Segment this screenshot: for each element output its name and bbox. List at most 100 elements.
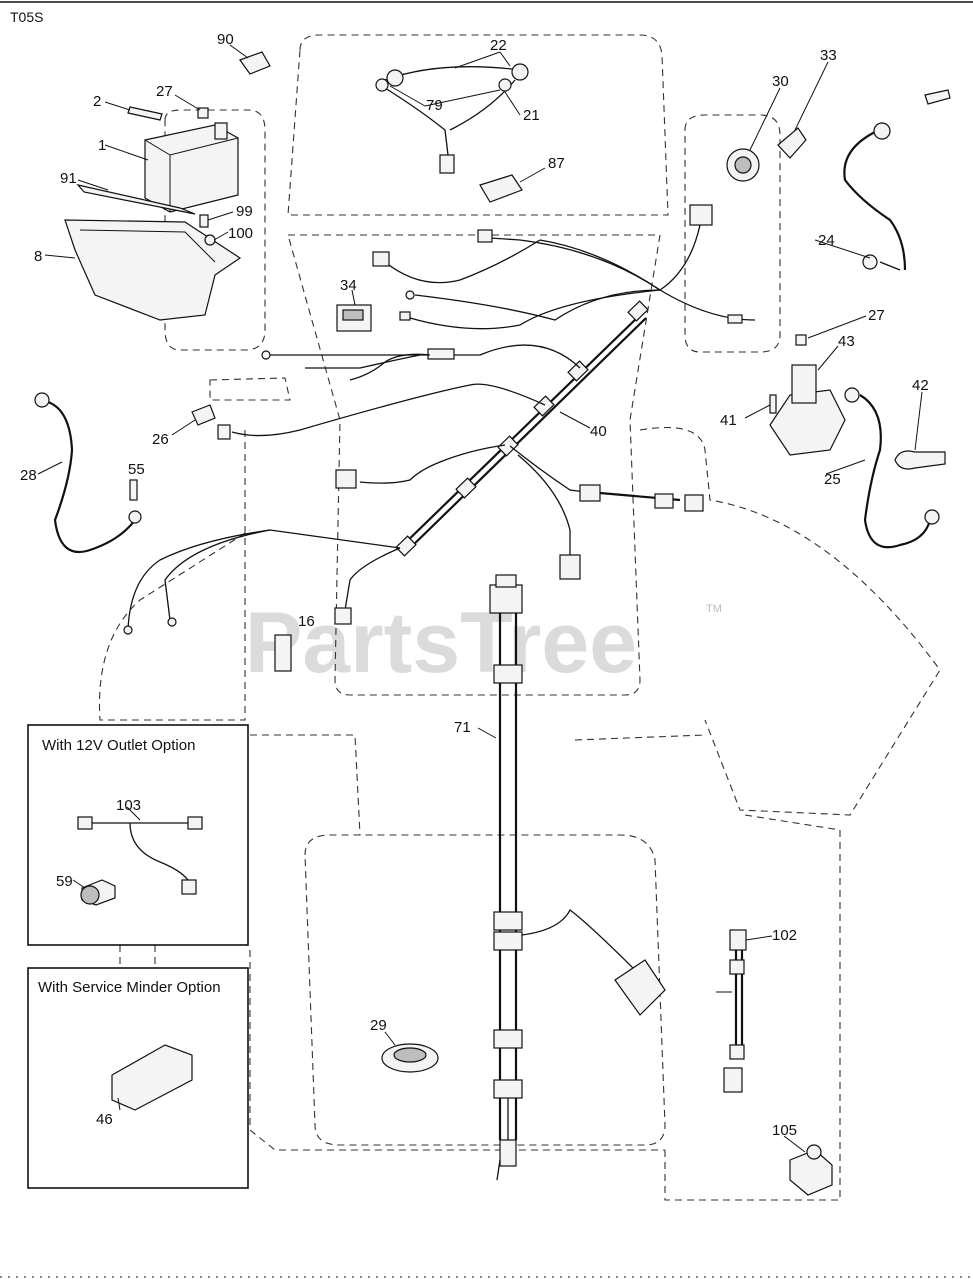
callout-102: 102 <box>772 927 797 944</box>
wire <box>384 239 541 284</box>
part-1-terminal <box>214 122 228 140</box>
callout-90: 90 <box>217 31 234 48</box>
part-26-clip <box>217 424 231 440</box>
wire <box>344 547 401 611</box>
callout-46: 46 <box>96 1111 113 1128</box>
callout-1: 1 <box>98 137 106 154</box>
right-fender-outline <box>639 427 941 816</box>
harness-sleeve <box>395 535 417 557</box>
part-21-connector <box>439 154 455 174</box>
wire <box>539 239 661 291</box>
wire <box>359 444 506 484</box>
part-102-connector <box>723 1067 743 1093</box>
terminal <box>727 314 743 324</box>
part-55 <box>129 479 138 501</box>
terminal <box>167 617 177 627</box>
connector <box>579 484 601 502</box>
callout-28: 28 <box>20 467 37 484</box>
callout-40: 40 <box>590 423 607 440</box>
callout-8: 8 <box>34 248 42 265</box>
part-46 <box>111 1044 193 1111</box>
connector <box>334 607 352 625</box>
connector <box>614 959 666 1016</box>
diagram-code: T05S <box>10 9 43 25</box>
leader-lines <box>37 44 923 1153</box>
part-29-center <box>393 1047 427 1063</box>
callout-16: 16 <box>298 613 315 630</box>
callout-34: 34 <box>340 277 357 294</box>
connector <box>684 494 704 512</box>
callout-41: 41 <box>720 412 737 429</box>
part-91 <box>76 184 196 215</box>
callout-42: 42 <box>912 377 929 394</box>
wire <box>270 344 581 369</box>
wire <box>231 383 546 437</box>
part-16 <box>274 634 292 672</box>
callout-2: 2 <box>93 93 101 110</box>
wire <box>127 529 401 631</box>
part-28-eye <box>34 392 50 408</box>
harness-sleeve <box>493 1079 523 1099</box>
part-100 <box>204 234 216 246</box>
dash-outline <box>287 234 661 696</box>
inset-service-title: With Service Minder Option <box>38 979 221 996</box>
main-harness <box>123 204 756 635</box>
part-27b <box>795 334 807 346</box>
wire <box>521 909 641 976</box>
part-103-connector <box>187 816 203 830</box>
wire <box>305 354 421 369</box>
part-28-cable <box>47 400 136 553</box>
callout-43: 43 <box>838 333 855 350</box>
connector <box>477 229 493 243</box>
connector-top-tab <box>495 574 517 588</box>
part-22-bulb <box>511 63 529 81</box>
small-outline <box>209 377 291 401</box>
callout-55: 55 <box>128 461 145 478</box>
part-24-eye <box>873 122 891 140</box>
wire <box>496 1159 501 1181</box>
part-42 <box>894 450 946 470</box>
part-103-connector <box>77 816 93 830</box>
harness-sleeve <box>567 360 589 382</box>
callout-33: 33 <box>820 47 837 64</box>
harness-sleeve <box>493 664 523 684</box>
parts <box>34 51 951 1196</box>
wire <box>409 289 661 330</box>
callout-27-right: 27 <box>868 307 885 324</box>
part-24-end <box>879 261 901 271</box>
connector <box>559 554 581 580</box>
part-2 <box>127 106 163 121</box>
harness-trunk-2 <box>405 317 647 553</box>
part-25-eye <box>844 387 860 403</box>
part-8-edges <box>79 229 216 263</box>
right-frame <box>574 734 706 741</box>
part-99 <box>199 214 209 228</box>
part-34-rocker <box>342 309 364 321</box>
terminal <box>261 350 271 360</box>
right-area-outline <box>684 114 781 353</box>
part-103-wire <box>129 822 189 881</box>
callout-71: 71 <box>454 719 471 736</box>
watermark: PartsTree <box>245 595 637 691</box>
part-28-eye <box>128 510 142 524</box>
fuse-holder <box>427 348 455 360</box>
tractor-outline <box>98 34 941 1201</box>
part-8-tray <box>64 219 242 321</box>
connector <box>335 469 357 489</box>
callout-79: 79 <box>426 97 443 114</box>
callouts: T05S 90 22 79 21 87 30 33 2 27 1 91 99 1… <box>10 9 929 1139</box>
part-22-wire <box>384 66 521 81</box>
rear-frame-left <box>249 950 665 1151</box>
connector-bottom <box>499 1139 517 1167</box>
inset-12v-parts <box>77 816 203 906</box>
harness-sleeve <box>533 395 555 417</box>
callout-24: 24 <box>818 232 835 249</box>
inset-service-box <box>27 967 249 1189</box>
hood-outline <box>287 34 669 216</box>
connector <box>654 493 674 509</box>
wire <box>509 445 586 493</box>
part-103-connector <box>181 879 197 895</box>
part-22-bulb <box>386 69 404 87</box>
part-24-eye <box>862 254 878 270</box>
